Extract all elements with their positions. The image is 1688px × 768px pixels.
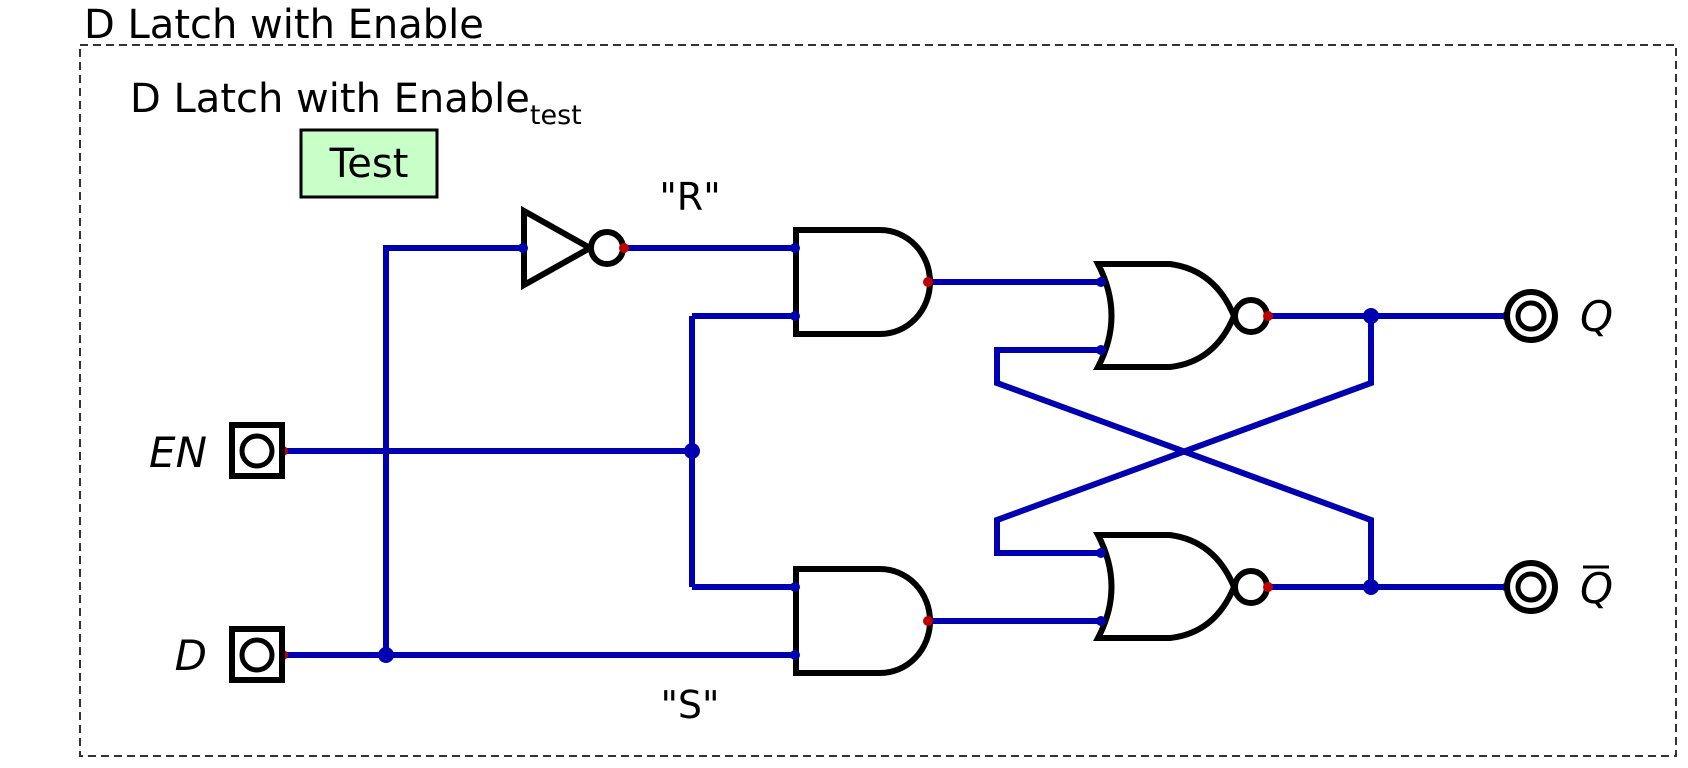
nor-gate-top-body — [1093, 261, 1238, 370]
and-gate-top — [793, 227, 933, 337]
en-input-toggle[interactable] — [239, 433, 275, 469]
nor-gate-bottom — [1093, 532, 1270, 641]
junction-d — [378, 647, 394, 663]
junction-q — [1363, 308, 1379, 324]
en-input-label: EN — [149, 428, 207, 477]
qbar-output-lamp — [1504, 560, 1558, 614]
junction-en — [684, 443, 700, 459]
nor-gate-top-bubble — [1232, 297, 1270, 335]
wires — [283, 245, 1507, 658]
q-output-lamp — [1504, 289, 1558, 343]
test-button-label[interactable]: Test — [329, 141, 409, 187]
test-button-box[interactable] — [299, 128, 439, 199]
and-gate-bottom — [793, 566, 933, 676]
pin-nor-top-in-2 — [1096, 345, 1106, 355]
inner-title: D Latch with Enabletest — [130, 76, 582, 131]
pin-nor-top-out — [1263, 311, 1273, 321]
pin-and-bottom-in-1 — [790, 582, 800, 592]
r-signal-label: "R" — [659, 175, 720, 219]
pin-and-top-in-2 — [790, 311, 800, 321]
not-gate — [521, 205, 626, 291]
q-output-label: Q — [1580, 292, 1613, 341]
pin-not-out — [619, 243, 629, 253]
pin-and-bottom-in-2 — [790, 650, 800, 660]
wire-d-to-not — [383, 245, 523, 655]
pin-and-top-out — [923, 277, 933, 287]
q-output-inner-ring — [1515, 300, 1547, 332]
qbar-output-inner-ring — [1515, 571, 1547, 603]
nor-gate-bottom-body — [1093, 532, 1238, 641]
wire-qbar-feedback — [994, 347, 1374, 587]
nor-gate-top — [1093, 261, 1270, 370]
pin-nor-bottom-in-2 — [1096, 616, 1106, 626]
frame-border — [79, 44, 1677, 757]
pin-and-top-in-1 — [790, 243, 800, 253]
qbar-output-label: Q — [1580, 564, 1613, 613]
pin-nor-bottom-out — [1263, 582, 1273, 592]
pin-not-in — [518, 243, 528, 253]
s-signal-label: "S" — [660, 683, 719, 727]
pin-nor-bottom-in-1 — [1096, 548, 1106, 558]
d-input-label: D — [175, 631, 207, 680]
not-gate-bubble — [588, 229, 626, 267]
wire-q-feedback — [994, 316, 1374, 556]
junction-qbar — [1363, 579, 1379, 595]
d-input-switch[interactable] — [229, 626, 285, 683]
test-button[interactable]: Test — [299, 128, 439, 199]
outer-title: D Latch with Enable — [84, 2, 484, 48]
pin-nor-top-in-1 — [1096, 277, 1106, 287]
en-input-switch[interactable] — [229, 422, 285, 479]
inner-title-subscript: test — [530, 100, 582, 131]
pin-and-bottom-out — [923, 616, 933, 626]
nor-gate-bottom-bubble — [1232, 568, 1270, 606]
d-input-toggle[interactable] — [239, 637, 275, 673]
not-gate-body — [521, 205, 597, 291]
inner-title-main: D Latch with Enable — [130, 76, 530, 122]
